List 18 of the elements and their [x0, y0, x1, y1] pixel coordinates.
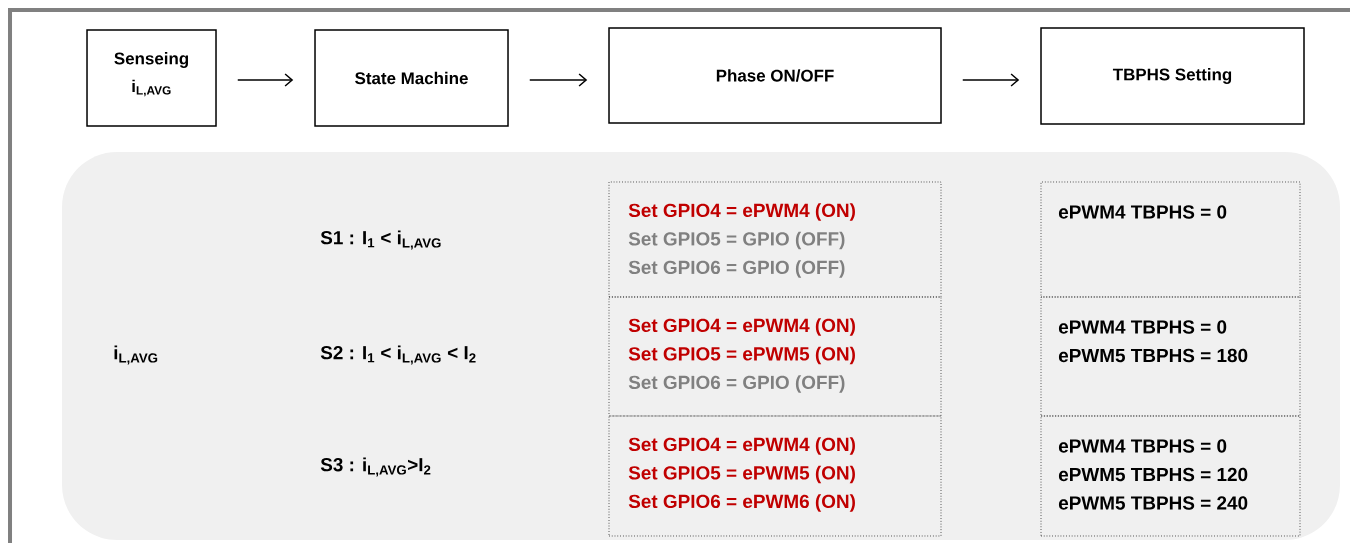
process-box: State Machine: [314, 29, 509, 127]
process-box: Senseing i$_{L,AVG}$: [86, 29, 217, 127]
state-label: S3 : i$_{L,AVG}$>I$_{2}$: [320, 457, 431, 477]
process-box: Phase ON/OFF: [608, 27, 942, 124]
table-cell: Set GPIO4 = ePWM4 (ON) Set GPIO5 = ePWM5 (ON) Set GPIO6 = ePWM6 (ON): [608, 415, 942, 537]
process-box: TBPHS Setting: [1040, 27, 1305, 125]
table-cell: Set GPIO4 = ePWM4 (ON) Set GPIO5 = ePWM5 (ON) Set GPIO6 = GPIO (OFF): [608, 296, 942, 417]
state-label: i$_{L,AVG}$: [114, 345, 158, 365]
table-cell: ePWM4 TBPHS = 0 ePWM5 TBPHS = 120 ePWM5 TBPHS = 240: [1040, 415, 1301, 537]
table-cell: ePWM4 TBPHS = 0: [1040, 181, 1301, 298]
state-label: S2 : I$_{1}$ < i$_{L,AVG}$ < I$_{2}$: [320, 345, 476, 365]
band-background: [62, 152, 1340, 540]
table-cell: ePWM4 TBPHS = 0 ePWM5 TBPHS = 180: [1040, 296, 1301, 417]
arrow: [962, 73, 1020, 87]
arrow: [237, 73, 294, 87]
table-cell: Set GPIO4 = ePWM4 (ON) Set GPIO5 = GPIO (OFF) Set GPIO6 = GPIO (OFF): [608, 181, 942, 298]
state-label: S1 : I$_{1}$ < i$_{L,AVG}$: [320, 230, 441, 250]
arrow: [529, 73, 588, 87]
